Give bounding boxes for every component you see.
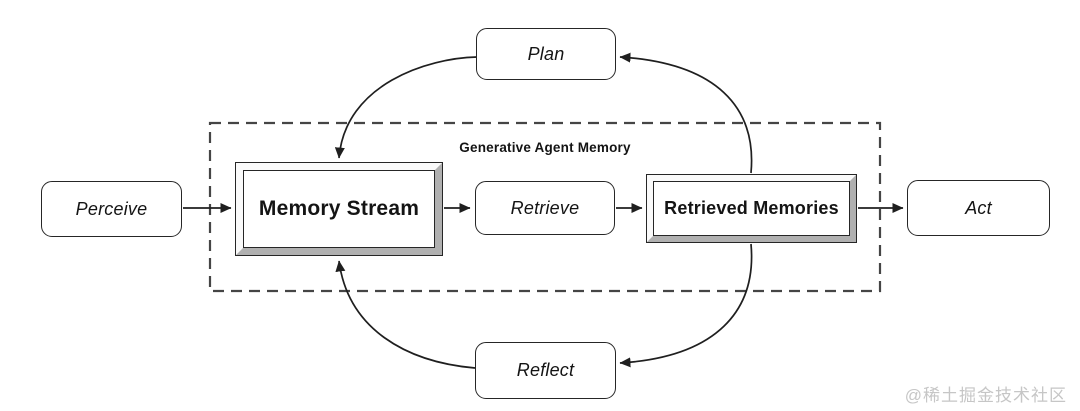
generative-agent-memory-boundary [208, 121, 882, 293]
node-perceive: Perceive [41, 181, 182, 237]
node-act-label: Act [965, 197, 992, 218]
node-perceive-label: Perceive [75, 198, 148, 219]
node-act: Act [907, 180, 1050, 236]
arrow-retrieved-memories-to-reflect [619, 243, 753, 368]
node-retrieved-memories-label: Retrieved Memories [653, 181, 850, 236]
node-retrieved-memories: Retrieved Memories [646, 174, 857, 243]
node-retrieve: Retrieve [475, 181, 615, 235]
memory-stream-bevel-frame: Memory Stream [236, 163, 442, 255]
node-retrieve-label: Retrieve [510, 197, 580, 218]
arrow-retrieved-memories-to-plan [619, 52, 753, 174]
node-reflect-label: Reflect [516, 360, 575, 380]
node-memory-stream: Memory Stream [235, 162, 443, 256]
arrow-plan-to-memory-stream [334, 56, 478, 159]
arrow-reflect-to-memory-stream [335, 260, 476, 369]
node-plan: Plan [476, 28, 616, 80]
retrieved-memories-bevel-frame: Retrieved Memories [647, 175, 856, 242]
boundary-title: Generative Agent Memory [459, 140, 631, 155]
watermark: @稀土掘金技术社区 [904, 386, 1067, 405]
node-reflect: Reflect [475, 342, 616, 399]
node-plan-label: Plan [527, 43, 565, 64]
node-memory-stream-label: Memory Stream [243, 170, 435, 248]
